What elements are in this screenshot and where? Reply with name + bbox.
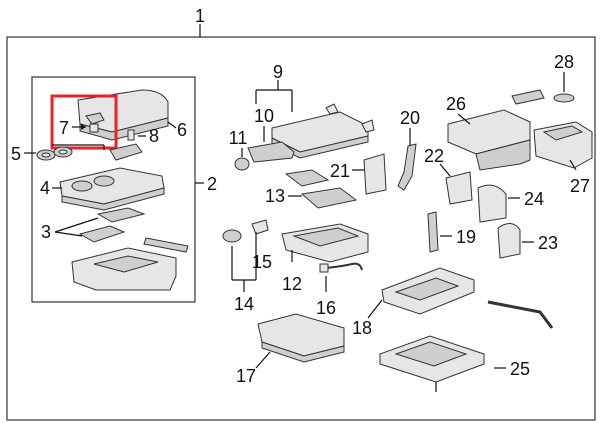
callout-1: 1 [195,6,205,26]
callout-21: 21 [330,161,350,181]
callout-24: 24 [524,189,544,209]
callout-4: 4 [40,178,50,198]
part-19-bracket [427,211,439,253]
part-13-pads [284,169,358,209]
inner-frame [31,76,196,303]
part-11-knob [234,157,250,171]
callout-11: 11 [229,128,248,148]
callout-25: 25 [510,359,530,379]
part-14-15-latch [222,219,269,243]
part-base-bin [71,247,177,291]
callout-3: 3 [41,222,51,242]
callout-17: 17 [236,366,256,386]
part-23-cover [497,223,521,259]
part-16-cable [319,262,363,273]
callout-2: 2 [207,174,217,194]
part-27-tray [533,121,593,169]
part-24-cover [477,184,507,223]
callout-15: 15 [252,252,272,272]
part-3-pads [78,207,146,243]
part-5-cup-rings [36,146,73,161]
part-18-frame [381,267,475,315]
part-20-hinge [397,143,417,191]
callout-19: 19 [456,227,476,247]
callout-22: 22 [424,146,444,166]
callout-6: 6 [177,120,187,140]
callout-12: 12 [282,274,302,294]
callout-20: 20 [400,108,420,128]
callout-14: 14 [234,294,254,314]
callout-28: 28 [554,52,574,72]
callout-10: 10 [254,106,274,126]
callout-5: 5 [11,144,21,164]
callout-7: 7 [59,118,69,138]
part-17-panel [257,313,345,363]
part-9-cover [271,103,375,159]
part-25-base-frame [379,335,485,392]
part-22-bracket [445,171,473,205]
callout-8: 8 [149,126,159,146]
callout-26: 26 [446,94,466,114]
callout-16: 16 [316,298,336,318]
part-28-clip [511,89,575,105]
callout-9: 9 [273,62,283,82]
part-26-console [447,109,531,171]
callout-13: 13 [265,186,285,206]
part-8-clip [127,129,135,141]
part-7-latch [85,112,105,133]
part-4-tray [59,167,165,211]
part-21-plate [363,153,387,195]
part-rod [487,300,554,329]
callout-23: 23 [538,233,558,253]
callout-27: 27 [570,176,590,196]
part-12-bin [281,223,369,263]
highlight-box [50,94,118,150]
callout-18: 18 [352,318,372,338]
outer-frame [6,36,596,421]
